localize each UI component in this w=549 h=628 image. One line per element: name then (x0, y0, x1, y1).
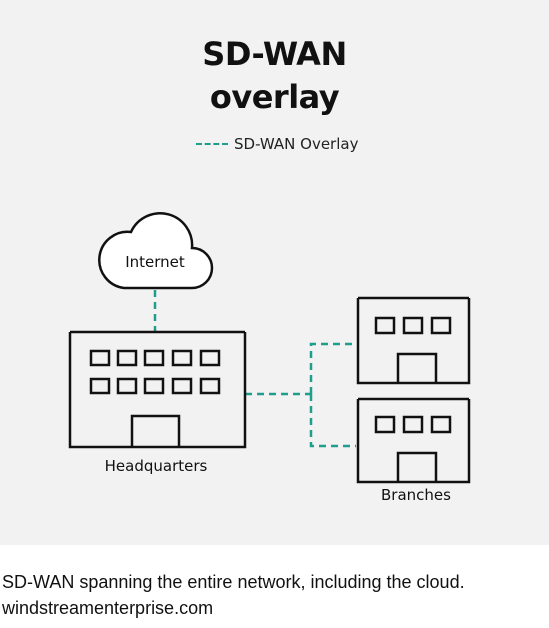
internet-label: Internet (125, 253, 185, 271)
branch-building-upper-icon (356, 296, 471, 385)
legend-label: SD-WAN Overlay (234, 135, 359, 153)
cloud-icon (98, 212, 214, 290)
diagram-title-line-2: overlay (209, 78, 340, 116)
overlay-connections (153, 290, 356, 448)
branch-building-lower-icon (356, 397, 471, 484)
diagram-title-line-1: SD-WAN (202, 35, 347, 73)
headquarters-building-icon (68, 330, 247, 449)
caption-source: windstreamenterprise.com (2, 598, 214, 618)
diagram-panel (0, 0, 549, 545)
legend: SD-WAN Overlay (196, 134, 358, 154)
network-diagram (68, 212, 471, 484)
branches-label: Branches (381, 486, 451, 504)
legend-dashed-line-swatch (196, 143, 228, 145)
headquarters-label: Headquarters (104, 457, 208, 475)
caption-description: SD-WAN spanning the entire network, incl… (2, 572, 465, 592)
branch-upper-link (309, 342, 356, 394)
branch-lower-link (309, 394, 356, 448)
